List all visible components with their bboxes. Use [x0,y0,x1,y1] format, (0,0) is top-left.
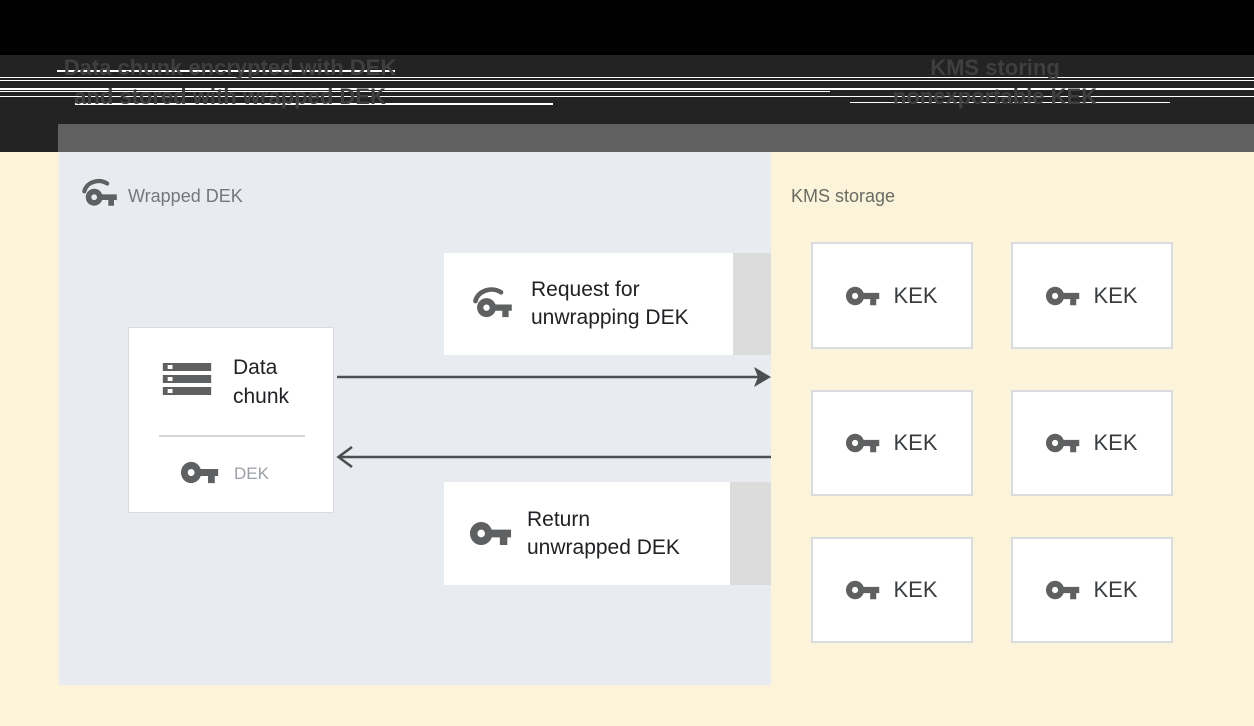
key-icon [470,521,512,546]
kms-storage-region-label: KMS storage [791,186,896,206]
kek-label: KEK [893,430,938,455]
kek-box: KEK [1011,390,1173,496]
return-box-line1: Return [527,507,591,531]
data-chunk-box: Data chunk DEK [128,327,334,513]
caption-right-line2: nonexportable KEK [892,84,1098,109]
header-top-black [0,0,1254,55]
kek-box: KEK [811,390,973,496]
glitch-line [57,70,395,72]
glitch-line [75,103,553,105]
wrapped-key-icon [473,287,512,318]
caption-left-line1: Data chunk encrypted with DEK [63,55,397,80]
caption-right-line1: KMS storing [930,55,1060,80]
wrapped-dek-region-label: Wrapped DEK [128,186,243,206]
key-icon [1046,433,1080,453]
data-chunk-title: Data chunk [233,353,289,411]
storage-icon [162,363,212,395]
glitch-line [0,88,1254,90]
kek-box: KEK [1011,537,1173,643]
request-box-line1: Request for [531,278,640,301]
kek-label: KEK [1093,577,1138,602]
request-box-strip [733,253,771,355]
header-gray-bar [58,124,1254,152]
kek-label: KEK [893,577,938,602]
dek-label: DEK [234,464,269,483]
key-icon [846,433,880,453]
return-box-line2: unwrapped DEK [527,535,680,559]
request-arrow [337,367,771,387]
key-icon [1046,286,1080,305]
wrapped-key-icon [82,179,117,206]
data-chunk-title-line1: Data [233,356,278,379]
kek-label: KEK [1093,282,1138,308]
kek-box: KEK [1011,242,1173,349]
return-arrow [336,445,771,469]
return-box-text: Return unwrapped DEK [527,506,680,562]
divider [159,435,305,437]
kek-box: KEK [811,537,973,643]
data-chunk-title-line2: chunk [233,385,290,408]
header-band: Data chunk encrypted with DEK and stored… [0,0,1254,152]
request-box-text: Request for unwrapping DEK [531,276,689,332]
glitch-line [850,101,1170,104]
glitch-line [0,91,830,93]
caption-left: Data chunk encrypted with DEK and stored… [60,53,400,111]
return-box-strip [730,482,771,585]
key-icon [1046,580,1080,600]
caption-left-line2: and stored with wrapped DEK [74,84,386,109]
kek-label: KEK [893,282,938,308]
request-box-line2: unwrapping DEK [531,306,689,329]
arrows-layer [336,367,771,469]
glitch-line [0,80,1254,82]
kek-box: KEK [811,242,973,349]
caption-right: KMS storing nonexportable KEK [866,53,1124,111]
kek-label: KEK [1093,430,1138,455]
key-icon [846,580,880,600]
key-icon [846,286,880,305]
request-box: Request for unwrapping DEK [444,253,733,355]
key-icon [181,461,219,484]
glitch-line [0,95,1254,98]
return-box: Return unwrapped DEK [444,482,730,585]
glitch-line [0,76,1254,79]
